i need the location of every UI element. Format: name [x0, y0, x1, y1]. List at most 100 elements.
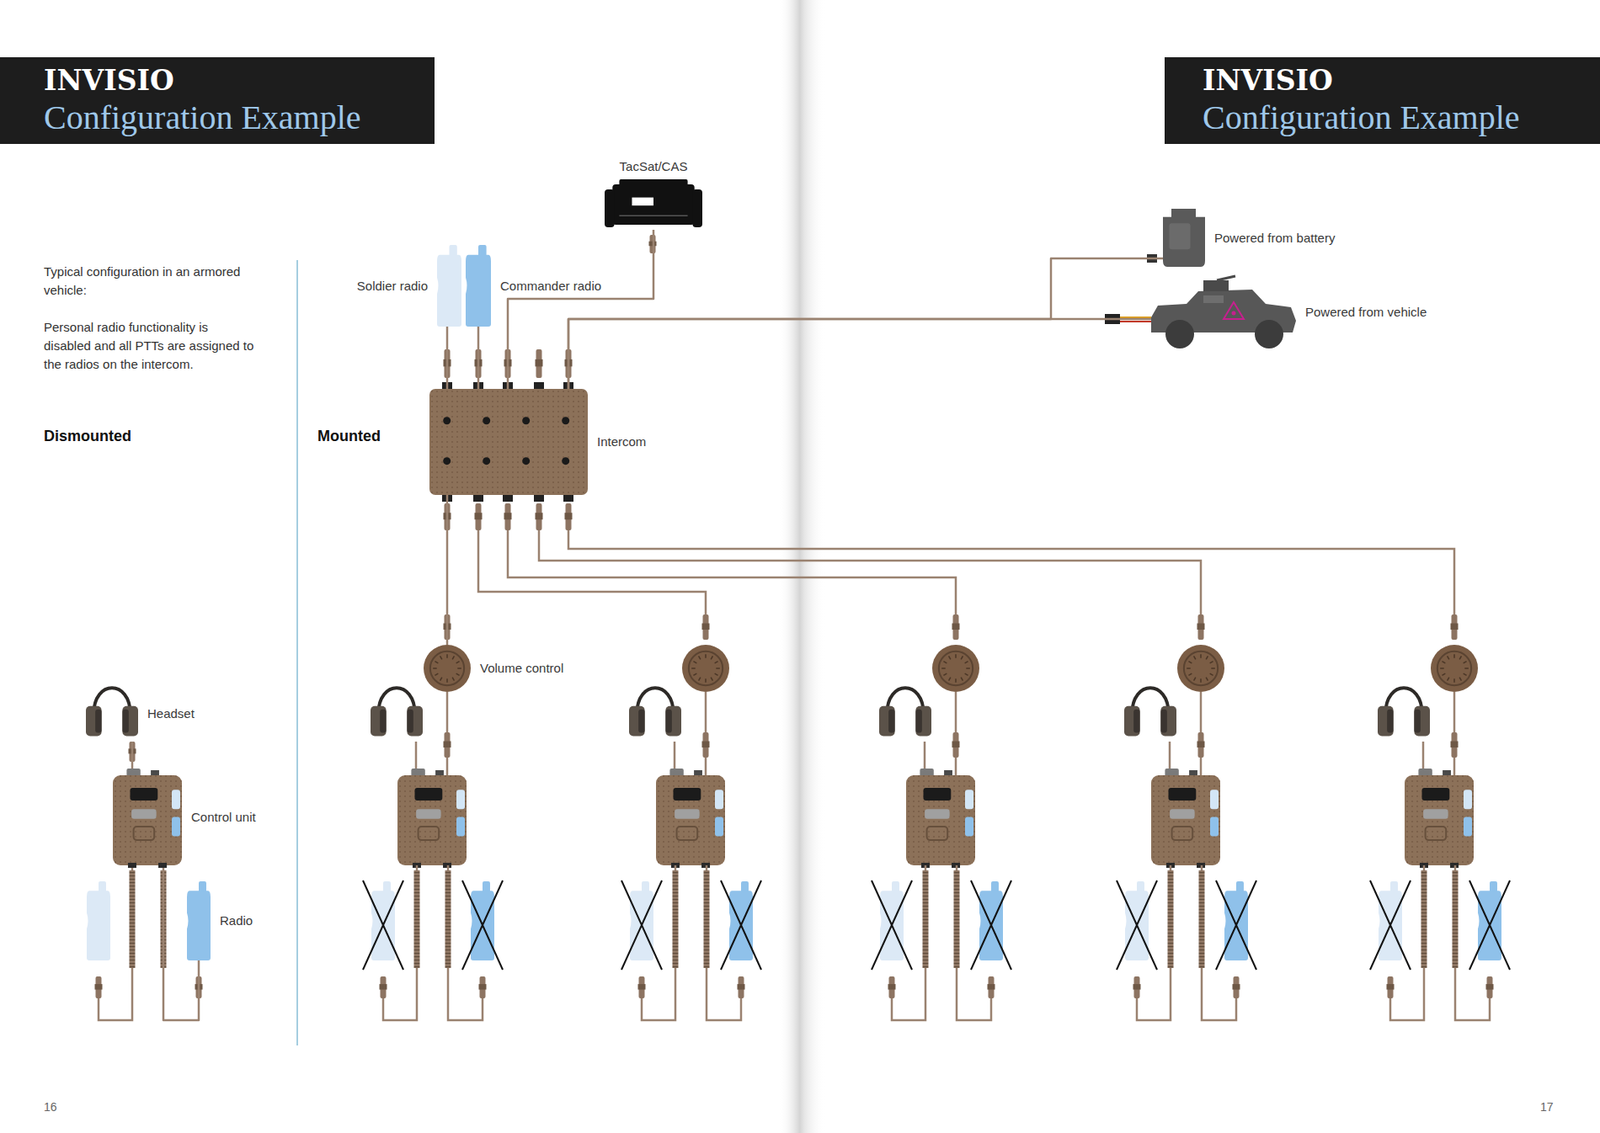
headset-icon: [85, 686, 139, 742]
cable-plug: [1198, 732, 1205, 758]
cu-button: [1169, 809, 1195, 820]
volume-knob: [932, 645, 980, 693]
volume-tick: [1205, 656, 1208, 660]
ptt-button: [1210, 789, 1219, 810]
cu-button: [416, 809, 442, 820]
ear-cup: [879, 706, 896, 737]
radio-body: [437, 255, 462, 327]
plug-collar: [535, 512, 544, 520]
cu-figure: [1404, 768, 1474, 869]
volume-tick: [949, 677, 951, 682]
disabled-cross: [1116, 880, 1158, 971]
radio: Radio: [186, 881, 211, 961]
intro-note: Typical configuration in an armored vehi…: [43, 262, 255, 300]
cable-connector: [568, 319, 1152, 390]
cu-screen: [673, 788, 702, 801]
volume-ring: [688, 651, 723, 686]
vehicle-emblem: [1223, 302, 1244, 320]
coiled-cable: [1199, 870, 1206, 969]
intercom-box-icon: [429, 389, 588, 496]
cu-button: [1423, 809, 1449, 820]
page-number: 16: [43, 1098, 58, 1117]
plug-collar: [737, 984, 746, 991]
cu-body: [397, 775, 467, 866]
part-label: TacSat/CAS: [619, 159, 688, 175]
ear-cup: [122, 706, 139, 737]
cable: [1455, 865, 1490, 1021]
volume-tick: [691, 667, 695, 670]
cu-screen: [415, 788, 443, 801]
intro-note: Personal radio functionality is disabled…: [43, 318, 255, 374]
plug-collar: [987, 984, 996, 991]
cable-plug: [703, 732, 710, 758]
satellite-radio-icon: [604, 179, 703, 230]
cable: [383, 865, 417, 1021]
cu-figure: [656, 768, 726, 869]
volume-tick: [715, 667, 720, 670]
intercom-screw: [522, 416, 530, 425]
soldier-radio-icon: [437, 245, 462, 327]
radioLight-figure: [86, 881, 111, 961]
cable: [538, 530, 1201, 640]
intercom-body: [429, 389, 588, 496]
part-label: Soldier radio: [357, 278, 428, 294]
cu-port: [128, 863, 137, 869]
radioLight-figure: [1378, 881, 1403, 961]
ear-cup: [629, 706, 646, 737]
ear-cup-pad: [1413, 709, 1420, 734]
headset-figure: [879, 688, 932, 736]
volume-tick: [440, 677, 443, 682]
vol-figure: [1430, 645, 1478, 693]
disabled-cross: [1216, 880, 1257, 971]
soldier-radio: Soldier radio: [437, 245, 462, 327]
ear-cup: [85, 706, 102, 737]
plug-collar: [1133, 984, 1142, 991]
radio-body: [86, 890, 111, 961]
coiled-cable: [1452, 870, 1459, 969]
volume-tick: [714, 661, 719, 664]
cu-button-frame: [418, 826, 440, 841]
plug-collar: [379, 984, 388, 991]
volume-tick: [1447, 656, 1450, 660]
ptt-button: [965, 789, 974, 810]
tacsat-handle: [692, 189, 703, 228]
cu-texture: [906, 775, 976, 866]
disabled-cross: [720, 880, 762, 971]
cu-texture: [656, 775, 726, 866]
volume-tick: [714, 673, 719, 676]
disabled-cross: [871, 880, 912, 971]
ear-cup: [1124, 706, 1141, 737]
page-number: 17: [1540, 1098, 1554, 1117]
section-divider: [296, 260, 299, 1046]
ear-cup-pad: [1386, 709, 1393, 734]
armored-vehicle-icon: [1151, 273, 1296, 351]
cable: [891, 865, 926, 1021]
volume-tick: [941, 667, 945, 670]
cable-plug: [738, 976, 745, 999]
cu-button: [131, 809, 157, 820]
part-label: Intercom: [597, 434, 646, 450]
cable-plug: [1451, 732, 1458, 758]
volume-tick: [698, 656, 701, 660]
volume-knob: [1430, 645, 1478, 693]
ptt-button: [171, 817, 181, 838]
coiled-cable: [414, 870, 421, 969]
section-heading: Dismounted: [43, 426, 132, 446]
cable-plug: [380, 976, 387, 999]
coiled-cable: [704, 870, 710, 969]
volume-tick: [1459, 656, 1462, 660]
intercom-port: [533, 382, 544, 390]
intercom-texture: [429, 389, 588, 496]
cable: [478, 530, 706, 640]
vehicle-emblem-dot: [1232, 311, 1237, 316]
plug-collar: [95, 984, 103, 991]
disabled-cross: [1370, 880, 1411, 971]
volume-tick: [1194, 656, 1196, 660]
intercom-screw: [561, 457, 570, 465]
intercom-port: [502, 494, 513, 502]
radioDark-figure: [1477, 881, 1502, 961]
volume-tick: [965, 673, 969, 676]
disabled-cross: [970, 880, 1012, 971]
coiled-cable: [954, 870, 960, 969]
cable-plug: [480, 976, 486, 999]
